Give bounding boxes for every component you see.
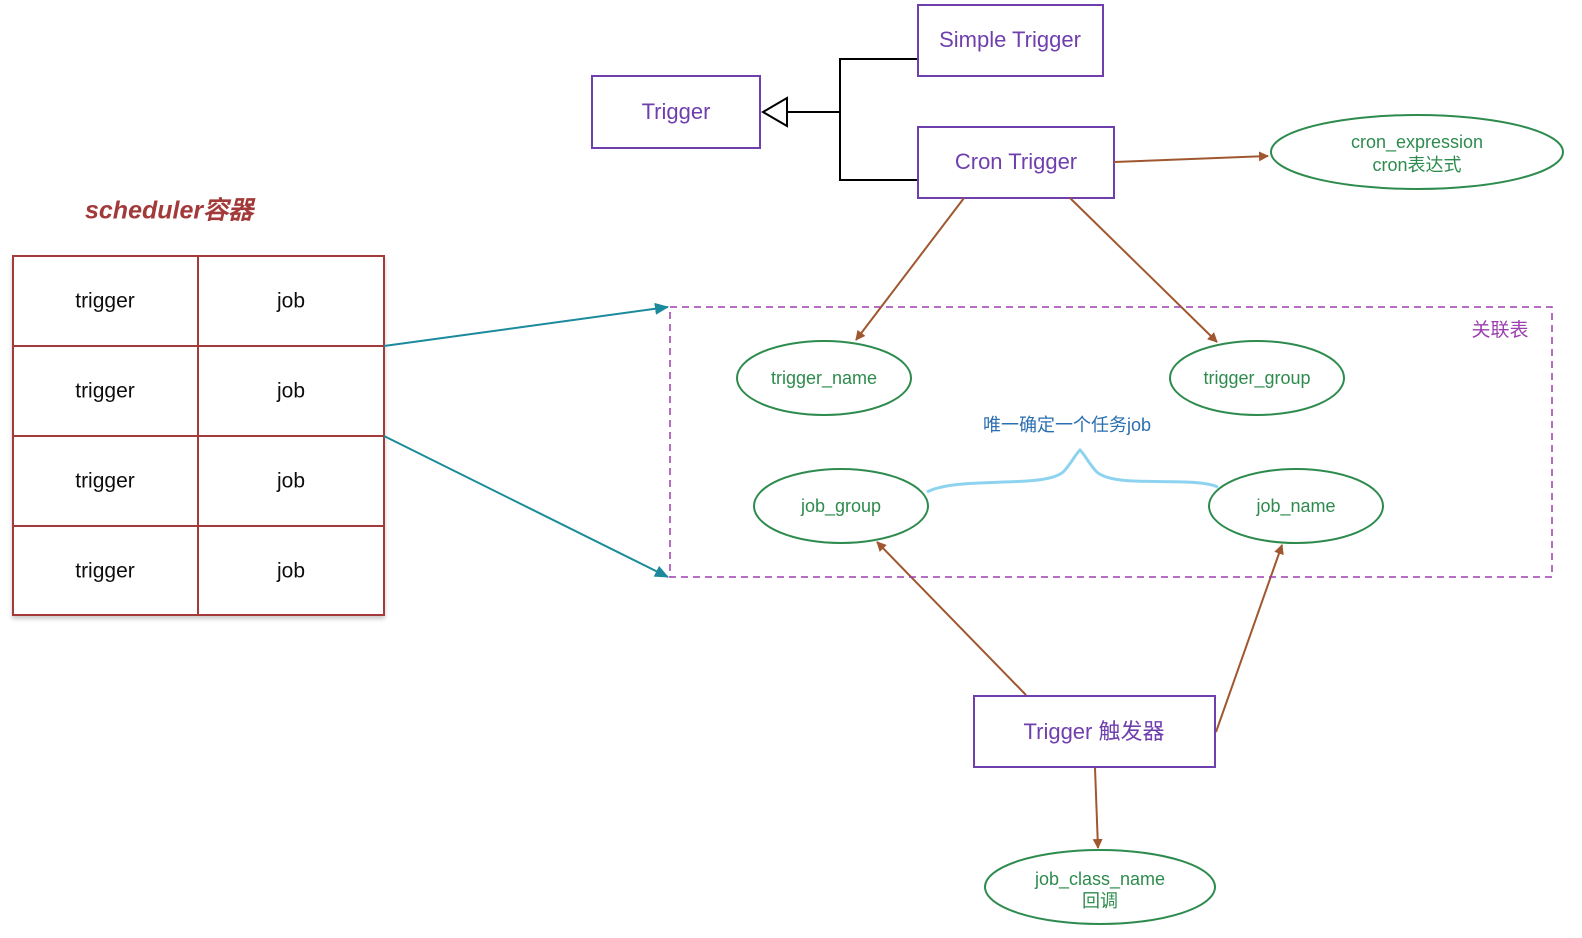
- cron-trigger-box[interactable]: Cron Trigger: [917, 126, 1115, 199]
- association-label: 关联表: [1471, 319, 1528, 341]
- job-name-ellipse[interactable]: job_name: [1208, 468, 1384, 544]
- cron-expression-ellipse[interactable]: cron_expression cron表达式: [1270, 114, 1564, 190]
- cron-expression-label: cron_expression: [1351, 132, 1483, 153]
- table-row[interactable]: trigger job: [12, 345, 385, 437]
- trigger-zh-label: Trigger 触发器: [1024, 719, 1165, 744]
- simple-trigger-box[interactable]: Simple Trigger: [917, 4, 1104, 77]
- arrow-trigger-to-job-group: [876, 541, 1027, 696]
- job-cell: job: [276, 380, 305, 403]
- trigger-name-ellipse[interactable]: trigger_name: [736, 340, 912, 416]
- trigger-cell: trigger: [75, 290, 135, 313]
- trigger-cell: trigger: [75, 560, 135, 583]
- arrow-trigger-to-job-name: [1215, 544, 1284, 733]
- trigger-class-box[interactable]: Trigger: [591, 75, 761, 149]
- arrow-cron-to-expression: [1113, 151, 1269, 163]
- cron-trigger-label: Cron Trigger: [955, 149, 1077, 174]
- table-row[interactable]: trigger job: [12, 435, 385, 527]
- cron-expression-zh-label: cron表达式: [1372, 155, 1461, 175]
- arrow-cron-to-trigger-group: [1069, 197, 1218, 343]
- trigger-cell: trigger: [75, 470, 135, 493]
- job-group-ellipse[interactable]: job_group: [753, 468, 929, 544]
- trigger-cell: trigger: [75, 380, 135, 403]
- curly-brace: [926, 447, 1219, 494]
- table-row[interactable]: trigger job: [12, 255, 385, 347]
- job-group-label: job_group: [800, 496, 881, 517]
- inheritance-connector: [761, 58, 920, 181]
- brace-label: 唯一确定一个任务job: [983, 415, 1151, 435]
- association-table-region: 关联表: [669, 306, 1553, 578]
- job-cell: job: [276, 470, 305, 493]
- job-class-callback-label: 回调: [1082, 891, 1118, 911]
- trigger-group-ellipse[interactable]: trigger_group: [1169, 340, 1345, 416]
- link-arrow-top: [383, 302, 669, 347]
- trigger-group-label: trigger_group: [1203, 368, 1310, 389]
- scheduler-table: trigger job trigger job trigger job trig…: [12, 255, 385, 616]
- arrow-trigger-to-job-class: [1092, 767, 1103, 849]
- trigger-zh-box[interactable]: Trigger 触发器: [973, 695, 1216, 768]
- simple-trigger-label: Simple Trigger: [939, 27, 1081, 52]
- trigger-class-label: Trigger: [642, 99, 711, 124]
- generalization-arrow-icon: [761, 96, 788, 128]
- trigger-name-label: trigger_name: [771, 368, 877, 389]
- scheduler-title: scheduler容器: [85, 197, 256, 225]
- job-name-label: job_name: [1255, 496, 1335, 517]
- job-cell: job: [276, 560, 305, 583]
- arrow-cron-to-trigger-name: [855, 197, 965, 341]
- job-class-ellipse[interactable]: job_class_name 回调: [984, 849, 1216, 925]
- table-row[interactable]: trigger job: [12, 525, 385, 616]
- link-arrow-bottom: [383, 435, 669, 578]
- job-cell: job: [276, 290, 305, 313]
- job-class-name-label: job_class_name: [1034, 869, 1165, 890]
